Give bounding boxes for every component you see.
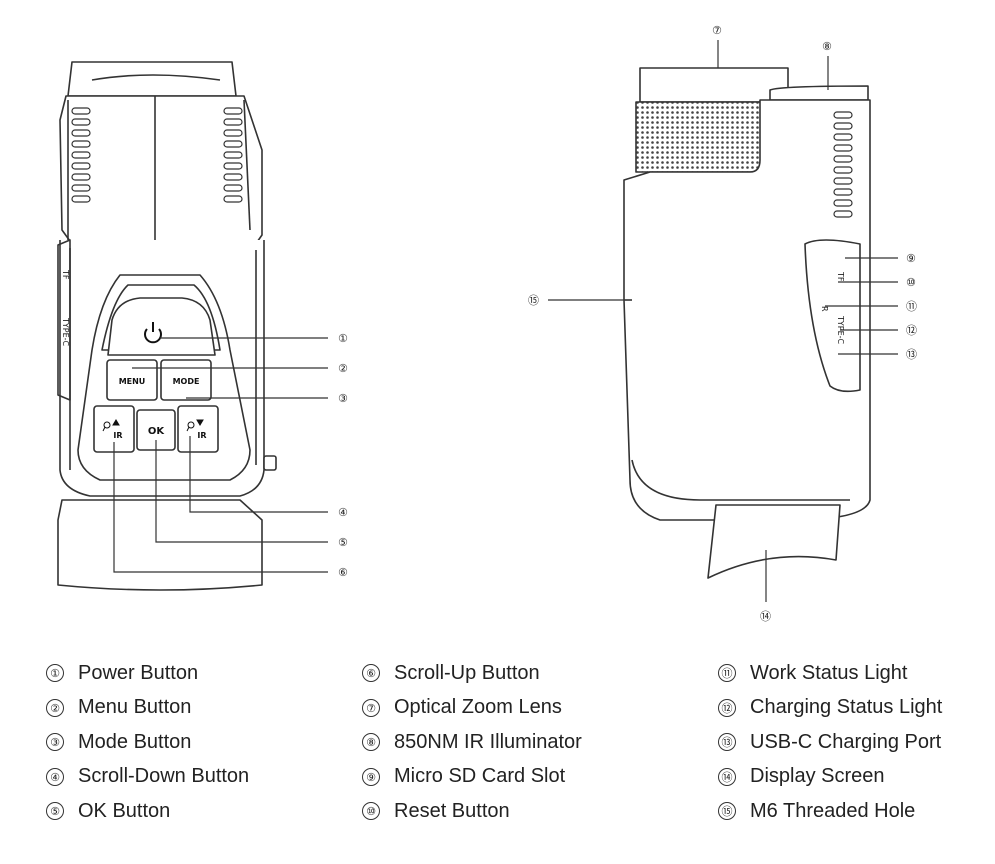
tf-side-label: TF [61, 269, 70, 280]
callout-12: ⑫ [906, 324, 917, 337]
legend-label: 850NM IR Illuminator [394, 730, 582, 753]
callout-15: ⑮ [528, 294, 539, 307]
legend-column-2: ⑥ Scroll-Up Button ⑦ Optical Zoom Lens ⑧ 85… [362, 656, 582, 829]
ir-label-down: IR [197, 431, 206, 440]
callout-3: ③ [338, 392, 348, 405]
legend-item: ⑦ Optical Zoom Lens [362, 691, 582, 726]
legend-label: USB-C Charging Port [750, 730, 942, 753]
side-view [623, 67, 871, 579]
legend-label: OK Button [78, 799, 171, 822]
callout-1: ① [338, 332, 348, 345]
legend-number: ⑤ [46, 802, 64, 821]
vents-left [71, 107, 243, 203]
callout-8: ⑧ [822, 40, 832, 53]
callout-2: ② [338, 362, 348, 375]
zoom-in-icon [102, 419, 120, 432]
legend-item: ② Menu Button [46, 691, 249, 726]
r-label-right: R [820, 306, 829, 312]
zoom-out-icon [186, 419, 204, 432]
tf-label-right: TF [836, 271, 845, 282]
legend-number: ⑥ [362, 664, 380, 683]
legend-number: ③ [46, 733, 64, 752]
legend-label: Scroll-Down Button [78, 765, 250, 788]
callout-5: ⑤ [338, 536, 348, 549]
legend-label: Work Status Light [750, 661, 908, 684]
callout-13: ⑬ [906, 348, 917, 361]
power-icon [144, 322, 162, 344]
legend-item: ⑩ Reset Button [362, 794, 582, 829]
legend-label: Micro SD Card Slot [394, 765, 566, 788]
legend-label: Charging Status Light [750, 696, 943, 719]
legend-label: Menu Button [78, 696, 192, 719]
legend-label: M6 Threaded Hole [750, 799, 916, 822]
legend-item: ⑪ Work Status Light [718, 656, 942, 691]
legend-number: ⑧ [362, 733, 380, 752]
legend-label: Display Screen [750, 765, 885, 788]
back-view [57, 61, 277, 591]
legend-item: ⑮ M6 Threaded Hole [718, 794, 942, 829]
legend-number: ⑮ [718, 802, 736, 821]
callout-9: ⑨ [906, 252, 916, 265]
legend-number: ⑨ [362, 767, 380, 786]
legend-item: ⑬ USB-C Charging Port [718, 725, 942, 760]
legend-item: ④ Scroll-Down Button [46, 760, 249, 795]
legend-number: ⑭ [718, 767, 736, 786]
legend-number: ④ [46, 767, 64, 786]
legend-label: Optical Zoom Lens [394, 696, 562, 719]
legend-item: ① Power Button [46, 656, 249, 691]
menu-button-label: MENU [119, 377, 146, 386]
legend-item: ⑨ Micro SD Card Slot [362, 760, 582, 795]
ok-button-label: OK [148, 426, 166, 437]
callout-10: ⑩ [906, 276, 916, 289]
callout-4: ④ [338, 506, 348, 519]
legend-number: ① [46, 664, 64, 683]
callout-11: ⑪ [906, 300, 917, 313]
legend-item: ③ Mode Button [46, 725, 249, 760]
mode-button-label: MODE [173, 377, 200, 386]
legend-number: ⑩ [362, 802, 380, 821]
legend-number: ⑫ [718, 698, 736, 717]
legend-number: ⑬ [718, 733, 736, 752]
legend-label: Mode Button [78, 730, 192, 753]
device-diagram: MENU MODE OK IR IR TF TYPE-C ① ② ③ ④ ⑤ ⑥ [57, 24, 917, 623]
legend-number: ② [46, 698, 64, 717]
legend-column-3: ⑪ Work Status Light ⑫ Charging Status Ligh… [718, 656, 942, 829]
leader-lines-right [548, 40, 898, 602]
legend-label: Reset Button [394, 799, 510, 822]
type-c-side-label: TYPE-C [61, 317, 70, 347]
vents-right [833, 111, 853, 218]
legend-item: ⑭ Display Screen [718, 760, 942, 795]
callout-6: ⑥ [338, 566, 348, 579]
callout-7: ⑦ [712, 24, 722, 37]
legend-number: ⑪ [718, 664, 736, 683]
legend-item: ⑤ OK Button [46, 794, 249, 829]
callout-14: ⑭ [760, 610, 771, 623]
legend-item: ⑥ Scroll-Up Button [362, 656, 582, 691]
legend-label: Power Button [78, 661, 199, 684]
legend-item: ⑧ 850NM IR Illuminator [362, 725, 582, 760]
legend-label: Scroll-Up Button [394, 661, 540, 684]
legend-item: ⑫ Charging Status Light [718, 691, 942, 726]
legend-number: ⑦ [362, 698, 380, 717]
ir-label-up: IR [113, 431, 122, 440]
leader-lines-left [113, 337, 328, 573]
